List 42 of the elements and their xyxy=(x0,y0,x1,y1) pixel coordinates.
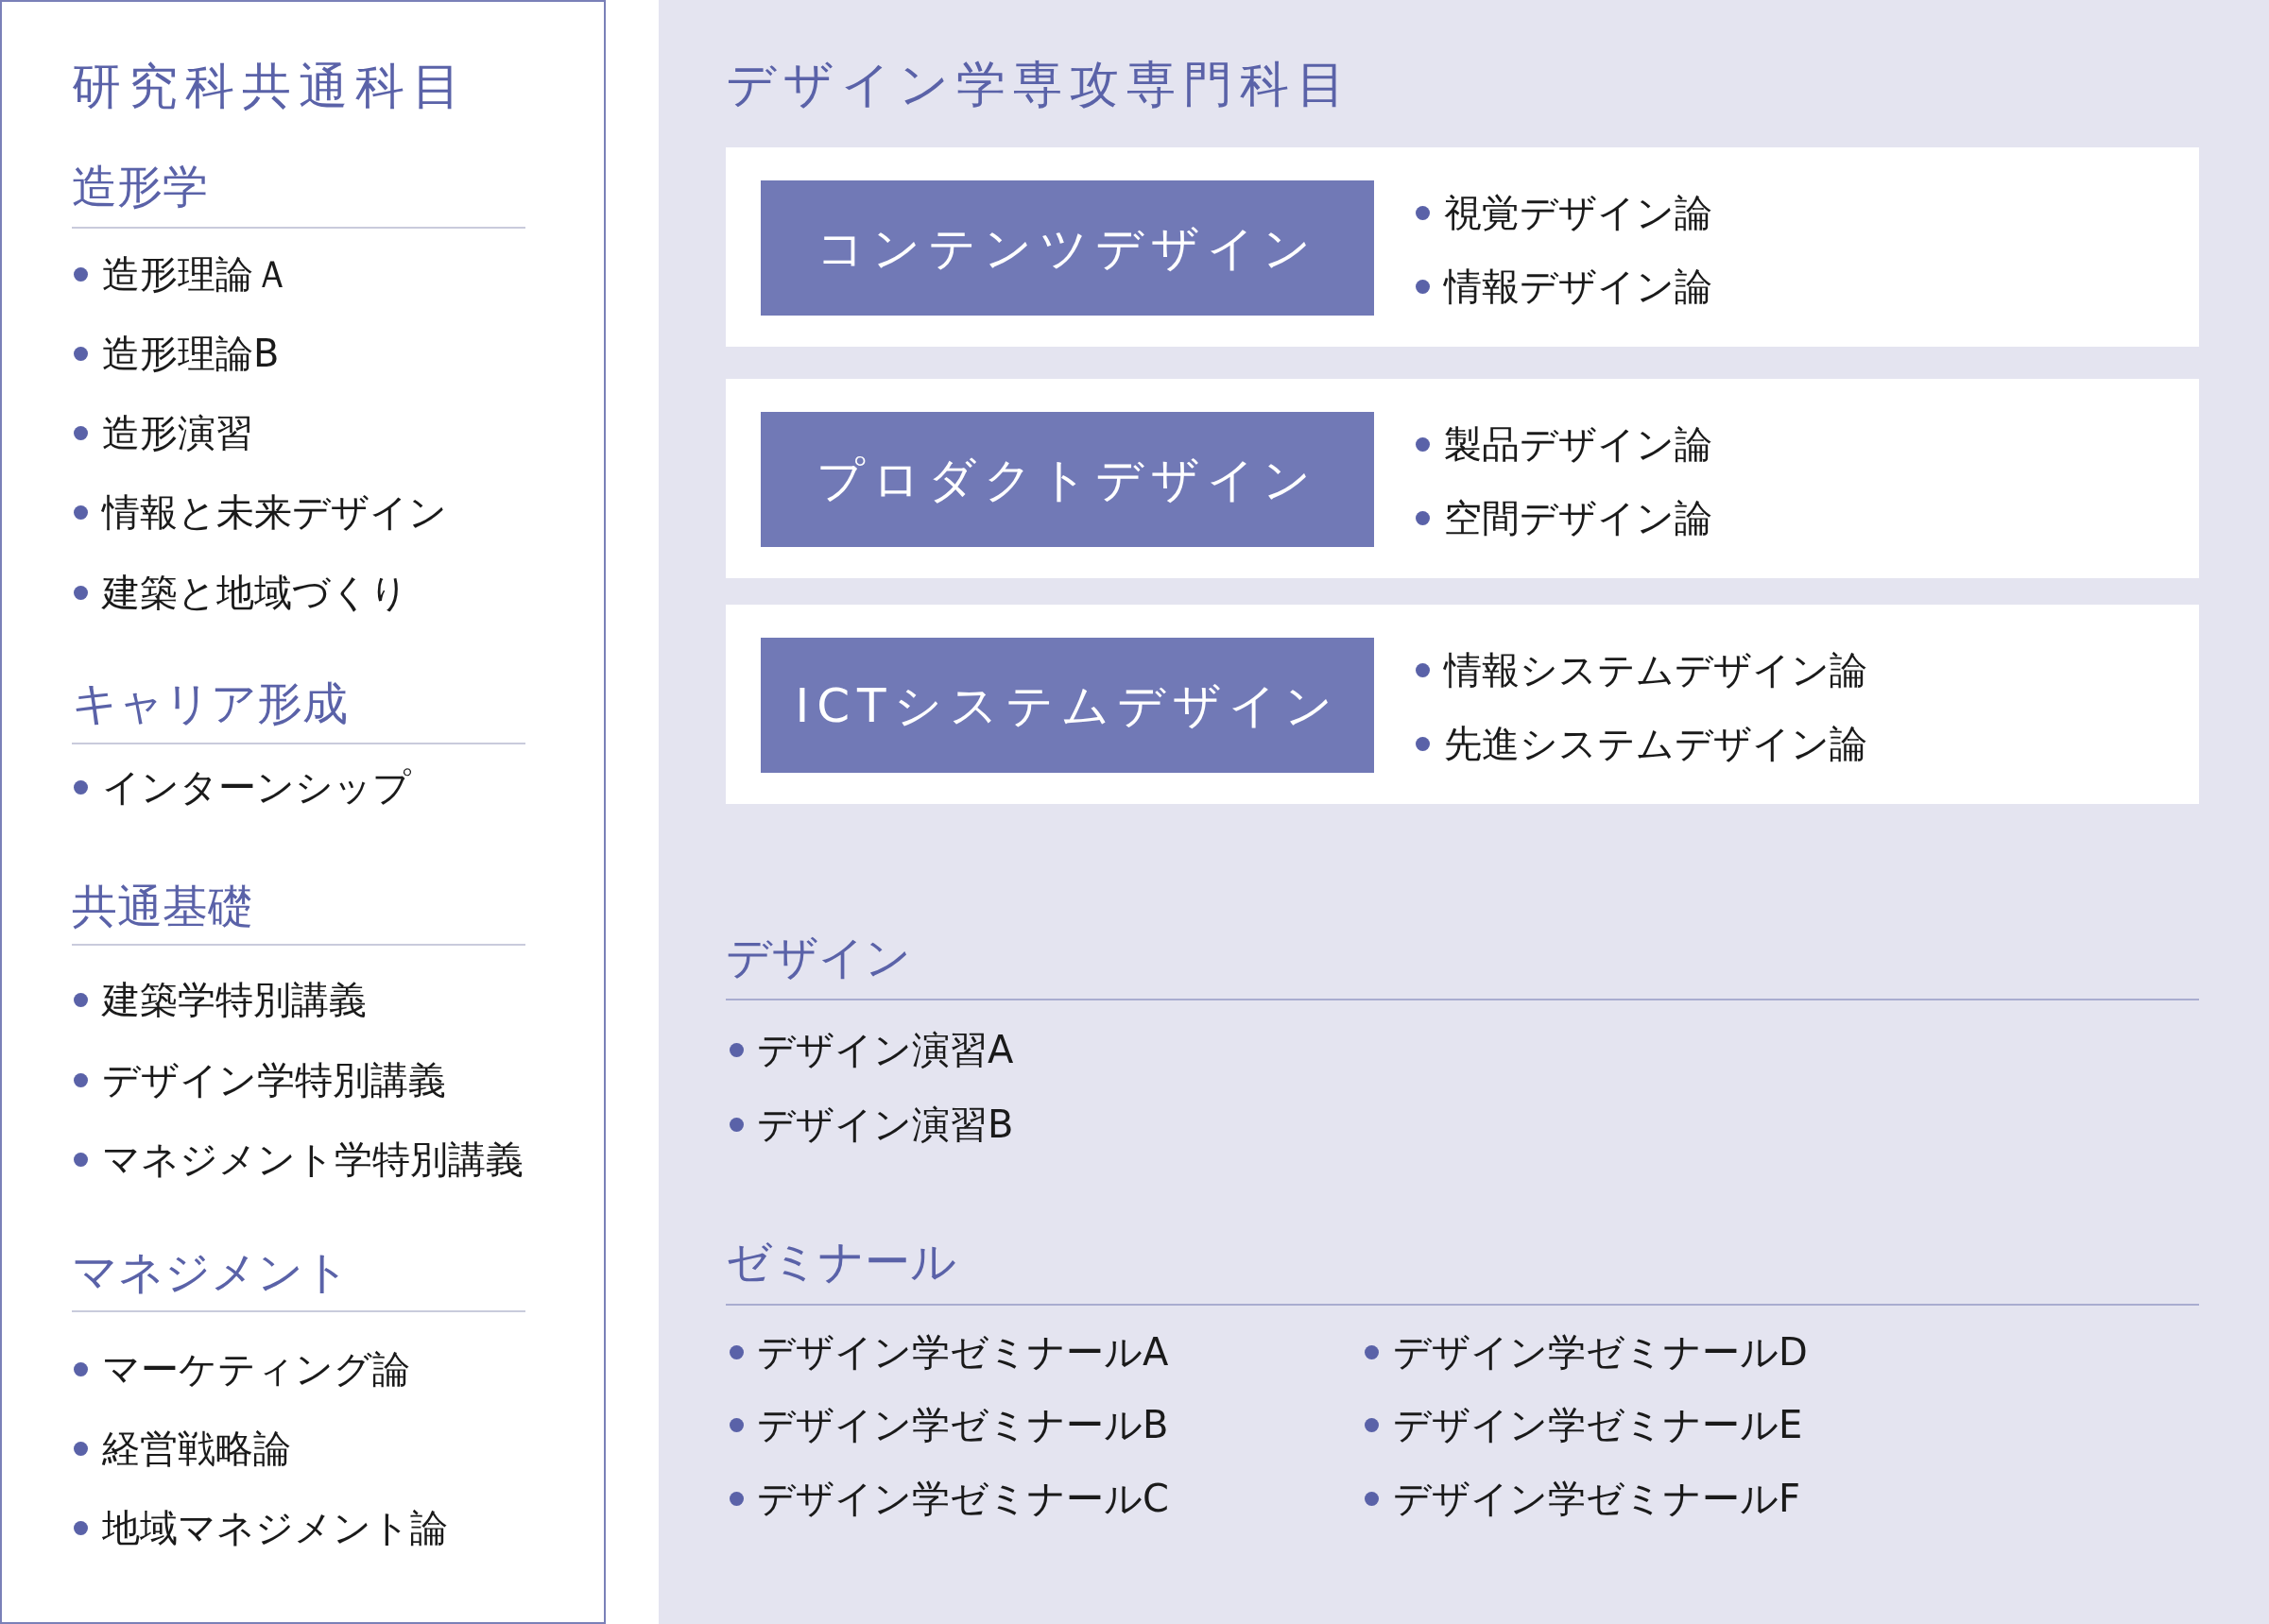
course-name: デザイン学ゼミナールF xyxy=(1393,1476,1800,1522)
track-card xyxy=(726,605,2199,804)
course-name: 情報システムデザイン論 xyxy=(1444,647,1867,693)
course-name: デザイン学ゼミナールA xyxy=(757,1329,1169,1376)
panel-title: デザイン学専攻専門科目 xyxy=(726,54,1353,114)
course-name: マーケティング論 xyxy=(102,1346,410,1393)
course-name: インターンシップ xyxy=(102,764,411,811)
course-name: 製品デザイン論 xyxy=(1444,421,1712,468)
track-banner: ICTシステムデザイン xyxy=(761,638,1374,773)
course-name: デザイン学ゼミナールC xyxy=(757,1476,1169,1522)
course-name: 造形理論B xyxy=(102,331,280,377)
section-heading: ゼミナール xyxy=(726,1234,956,1290)
panel-title: 研究科共通科目 xyxy=(72,56,469,116)
course-name: 建築学特別講義 xyxy=(102,977,367,1023)
section-heading: キャリア形成 xyxy=(72,675,348,731)
section-heading: 造形学 xyxy=(72,159,208,214)
track-card xyxy=(726,379,2199,578)
course-name: デザイン演習B xyxy=(757,1102,1014,1148)
course-name: 情報デザイン論 xyxy=(1444,264,1712,310)
course-name: デザイン演習A xyxy=(757,1027,1014,1073)
track-card xyxy=(726,147,2199,347)
track-banner: プロダクトデザイン xyxy=(761,412,1374,547)
course-panel xyxy=(659,0,2269,1624)
course-name: 情報と未来デザイン xyxy=(102,489,447,536)
course-name: 先進システムデザイン論 xyxy=(1444,721,1867,767)
section-heading: 共通基礎 xyxy=(72,879,253,934)
course-name: マネジメント学特別講義 xyxy=(102,1137,524,1183)
course-name: 造形理論Ａ xyxy=(102,251,291,298)
section-heading: デザイン xyxy=(726,930,911,985)
track-banner: コンテンツデザイン xyxy=(761,180,1374,316)
course-name: デザイン学ゼミナールB xyxy=(757,1402,1169,1448)
course-name: 造形演習 xyxy=(102,410,253,456)
section-heading: マネジメント xyxy=(72,1244,350,1300)
course-name: 建築と地域づくり xyxy=(102,570,408,616)
course-name: デザイン学ゼミナールD xyxy=(1393,1329,1808,1376)
course-name: 地域マネジメント論 xyxy=(102,1505,448,1551)
course-name: デザイン学特別講義 xyxy=(102,1057,446,1103)
course-name: 視覚デザイン論 xyxy=(1444,190,1712,236)
course-name: 空間デザイン論 xyxy=(1444,495,1712,541)
course-panel xyxy=(0,0,606,1624)
course-name: 経営戦略論 xyxy=(102,1426,291,1472)
course-name: デザイン学ゼミナールE xyxy=(1393,1402,1803,1448)
